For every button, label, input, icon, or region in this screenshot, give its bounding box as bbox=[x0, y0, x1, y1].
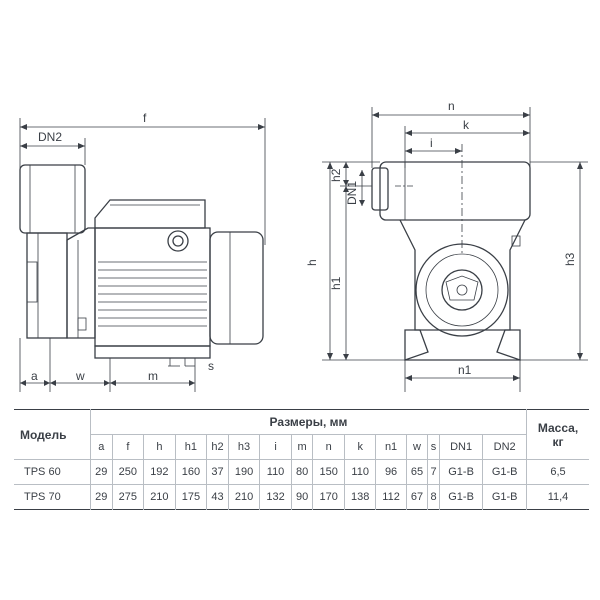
dim-label-h1: h1 bbox=[329, 276, 343, 290]
dim-label-n: n bbox=[448, 99, 455, 113]
column-header-h: h bbox=[143, 434, 176, 460]
dim-label-m: m bbox=[148, 369, 158, 383]
dim-label-f: f bbox=[143, 111, 147, 125]
column-header-dn1: DN1 bbox=[439, 434, 484, 460]
dim-label-h3: h3 bbox=[563, 252, 577, 266]
dim-label-w: w bbox=[75, 369, 85, 383]
column-header-n1: n1 bbox=[375, 434, 407, 460]
value-cell: 132 bbox=[259, 484, 292, 510]
column-header-w: w bbox=[406, 434, 429, 460]
model-cell: TPS 70 bbox=[14, 484, 91, 510]
value-cell: 96 bbox=[375, 459, 407, 485]
dim-label-h: h bbox=[305, 259, 319, 266]
value-cell: 210 bbox=[143, 484, 176, 510]
value-cell: 110 bbox=[344, 459, 377, 485]
value-cell: 210 bbox=[228, 484, 261, 510]
value-cell: 67 bbox=[406, 484, 429, 510]
column-header-n: n bbox=[312, 434, 345, 460]
value-cell: 112 bbox=[375, 484, 407, 510]
dim-label-s: s bbox=[208, 359, 214, 373]
value-cell: G1-B bbox=[482, 484, 527, 510]
column-header-h1: h1 bbox=[175, 434, 208, 460]
value-cell: 275 bbox=[112, 484, 145, 510]
value-cell: 170 bbox=[312, 484, 345, 510]
value-cell: 250 bbox=[112, 459, 145, 485]
value-cell: 160 bbox=[175, 459, 208, 485]
value-cell: 29 bbox=[90, 459, 113, 485]
model-cell: TPS 60 bbox=[14, 459, 91, 485]
value-cell: 192 bbox=[143, 459, 176, 485]
column-header-m: m bbox=[291, 434, 314, 460]
value-cell: 29 bbox=[90, 484, 113, 510]
value-cell: 190 bbox=[228, 459, 261, 485]
dim-label-h2: h2 bbox=[329, 168, 343, 182]
value-cell: 138 bbox=[344, 484, 377, 510]
value-cell: G1-B bbox=[439, 459, 484, 485]
column-header-h3: h3 bbox=[228, 434, 261, 460]
column-header-h2: h2 bbox=[206, 434, 229, 460]
value-cell: 150 bbox=[312, 459, 345, 485]
column-header-k: k bbox=[344, 434, 377, 460]
value-cell: 175 bbox=[175, 484, 208, 510]
value-cell: 8 bbox=[427, 484, 440, 510]
mass-header: Масса, кг bbox=[526, 409, 589, 460]
value-cell: 37 bbox=[206, 459, 229, 485]
column-header-s: s bbox=[427, 434, 440, 460]
dim-label-a: a bbox=[31, 369, 38, 383]
dim-label-n1: n1 bbox=[458, 363, 472, 377]
value-cell: 110 bbox=[259, 459, 292, 485]
pump-side-view bbox=[19, 118, 266, 392]
value-cell: 90 bbox=[291, 484, 314, 510]
model-header: Модель bbox=[14, 409, 91, 460]
value-cell: 65 bbox=[406, 459, 429, 485]
value-cell: 7 bbox=[427, 459, 440, 485]
mass-cell: 6,5 bbox=[526, 459, 589, 485]
column-header-f: f bbox=[112, 434, 145, 460]
mass-cell: 11,4 bbox=[526, 484, 589, 510]
column-header-a: a bbox=[90, 434, 113, 460]
dim-label-k: k bbox=[463, 118, 470, 132]
dim-label-dn2: DN2 bbox=[38, 130, 62, 144]
value-cell: G1-B bbox=[439, 484, 484, 510]
pump-front-view bbox=[322, 107, 588, 392]
column-header-dn2: DN2 bbox=[482, 434, 527, 460]
column-header-i: i bbox=[259, 434, 292, 460]
dimensions-header: Размеры, мм bbox=[269, 415, 348, 429]
dim-label-i: i bbox=[430, 136, 433, 150]
value-cell: 80 bbox=[291, 459, 314, 485]
dim-label-dn1: DN1 bbox=[345, 181, 359, 205]
pump-dimension-drawing: f DN2 a w m s n k i n1 h h2 h1 DN1 h3 bbox=[19, 99, 588, 392]
value-cell: G1-B bbox=[482, 459, 527, 485]
value-cell: 43 bbox=[206, 484, 229, 510]
